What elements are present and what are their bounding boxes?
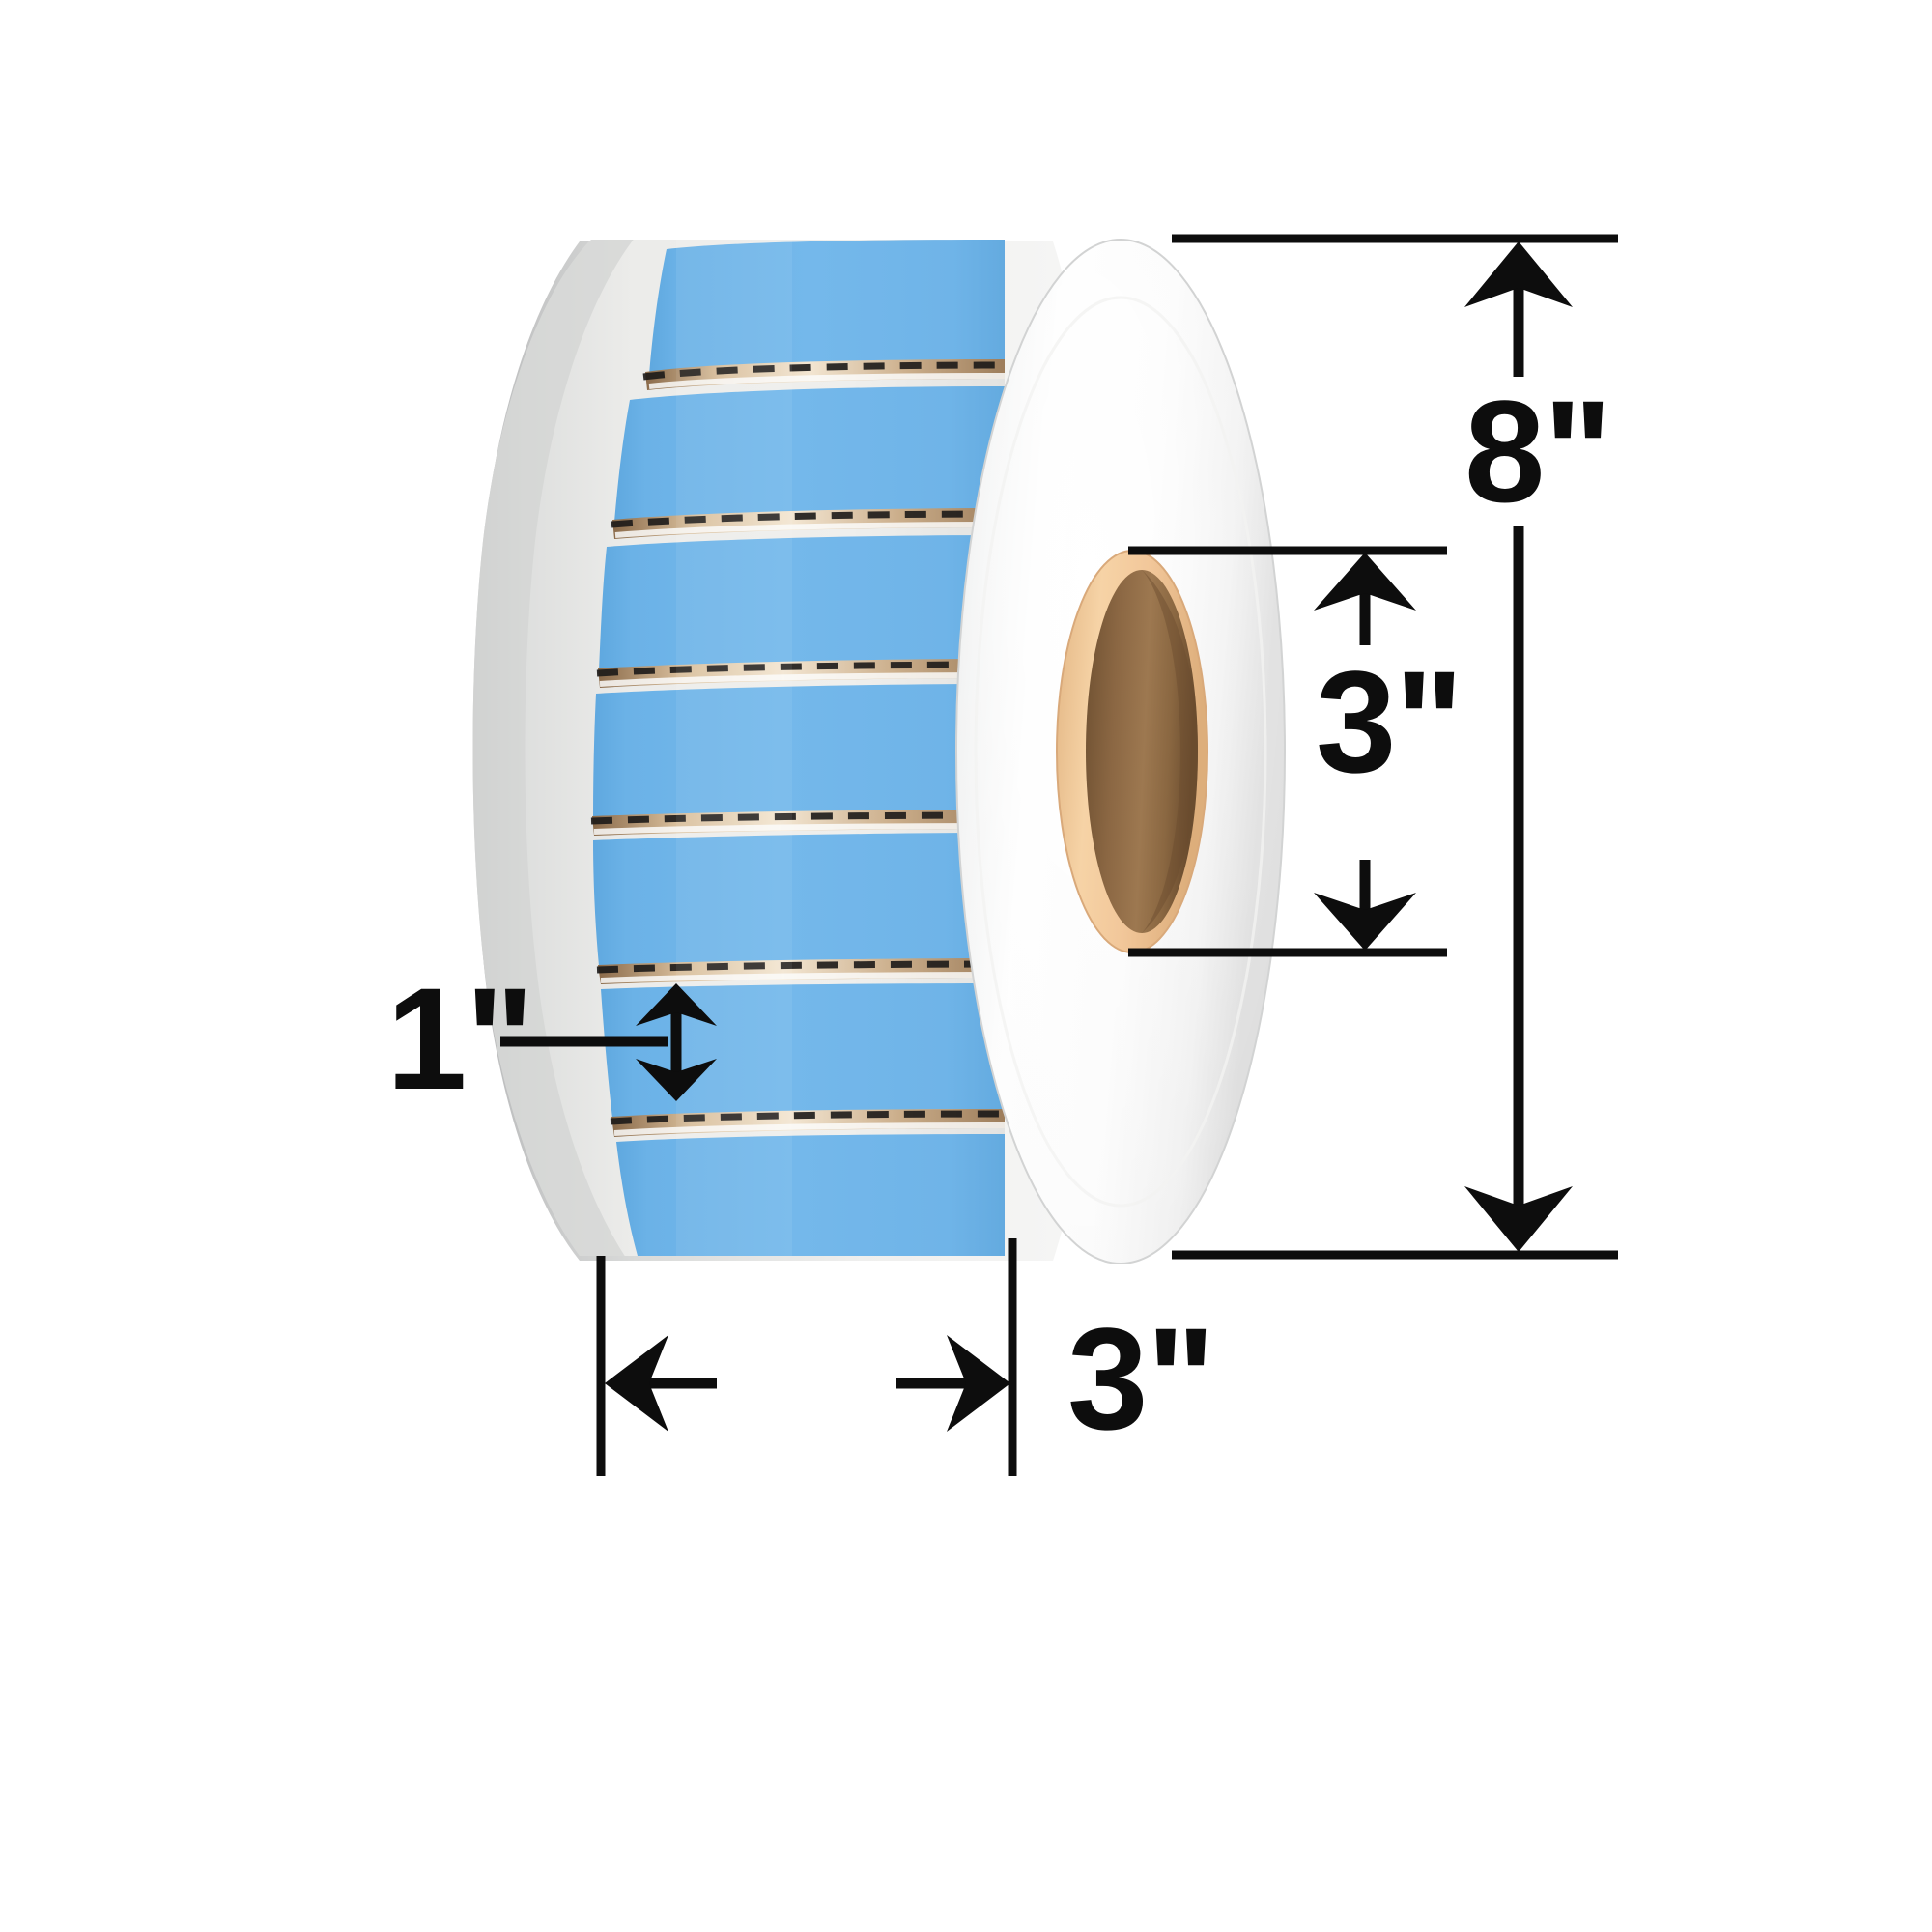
arrow-right-icon <box>947 1335 1010 1432</box>
dimension-core-diameter <box>1128 546 1447 957</box>
dimension-label-label-height: 1" <box>386 957 534 1120</box>
arrow-up-icon <box>1464 242 1573 307</box>
arrow-down-icon <box>1464 1186 1573 1252</box>
dimension-annotations <box>500 234 1618 1476</box>
roll-core <box>1056 550 1208 953</box>
dimension-label-roll-diameter: 8" <box>1464 370 1612 532</box>
dimension-label-height <box>500 983 717 1101</box>
dimension-label-label-width: 3" <box>1067 1297 1215 1460</box>
arrow-down-icon <box>636 1059 717 1101</box>
arrow-up-icon <box>636 983 717 1026</box>
dimension-label-width <box>596 1238 1017 1476</box>
dimension-label-core-diameter: 3" <box>1316 640 1463 803</box>
perforation-dashes <box>590 361 1005 1125</box>
arrow-down-icon <box>1314 893 1416 951</box>
arrow-up-icon <box>1314 553 1416 611</box>
label-web <box>472 240 1005 1256</box>
dimension-roll-diameter <box>1172 234 1618 1260</box>
arrow-left-icon <box>605 1335 668 1432</box>
